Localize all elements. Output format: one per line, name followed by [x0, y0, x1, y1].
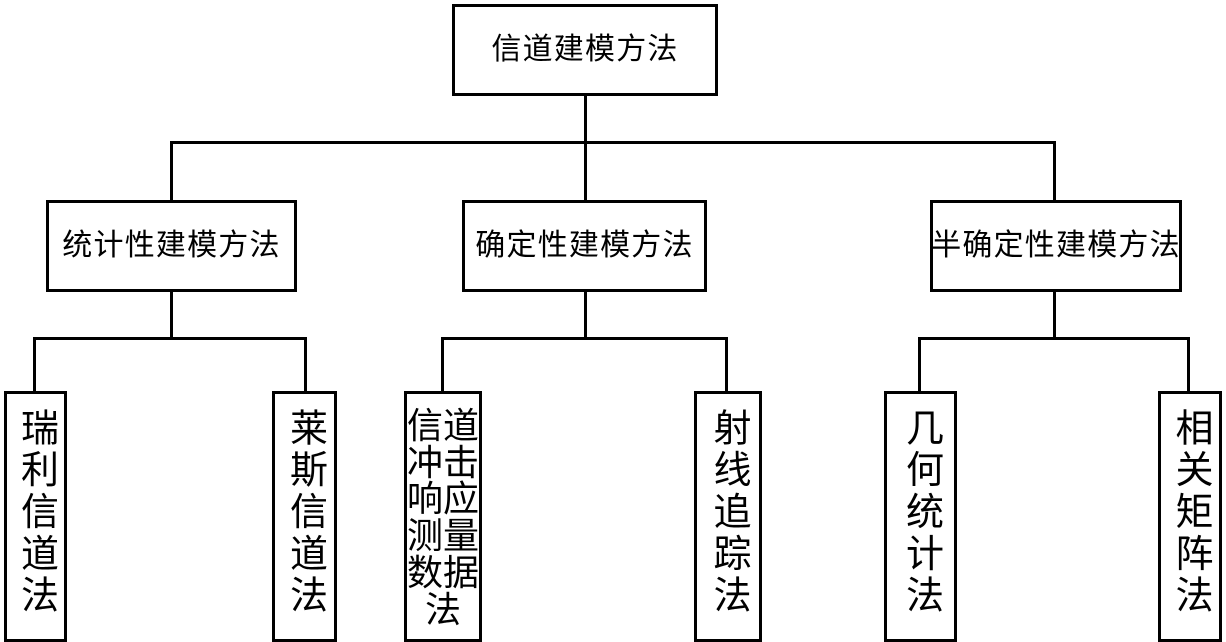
node-leaf-ray-tracing[interactable]: 射线追踪法 [694, 391, 762, 642]
edge-root-to-statistical [170, 141, 173, 200]
edge-semi-to-corrmat [1187, 337, 1190, 394]
node-leaf-channel-impulse-response-label: 信道冲击响应测量数据法 [407, 406, 480, 630]
node-leaf-channel-impulse-response[interactable]: 信道冲击响应测量数据法 [404, 391, 482, 642]
node-leaf-geometric-statistical-label: 几何统计法 [899, 408, 942, 617]
edge-root-to-semi [1053, 141, 1056, 200]
edge-root-stem [584, 96, 587, 141]
edge-root-bus [170, 141, 1056, 144]
edge-deterministic-stem [584, 292, 587, 340]
node-root-channel-modeling[interactable]: 信道建模方法 [452, 4, 718, 96]
node-leaf-rician-channel[interactable]: 莱斯信道法 [272, 391, 337, 642]
edge-deterministic-to-raytrace [725, 337, 728, 394]
edge-semi-stem [1053, 292, 1056, 340]
edge-deterministic-to-cir [441, 337, 444, 394]
node-statistical-label: 统计性建模方法 [62, 229, 281, 263]
node-leaf-correlation-matrix[interactable]: 相关矩阵法 [1158, 391, 1222, 642]
node-leaf-correlation-matrix-label: 相关矩阵法 [1169, 408, 1211, 617]
node-root-label: 信道建模方法 [491, 33, 679, 67]
node-leaf-ray-tracing-label: 射线追踪法 [707, 408, 749, 617]
node-leaf-rician-label: 莱斯信道法 [283, 408, 326, 617]
node-semi-deterministic-label: 半确定性建模方法 [931, 229, 1181, 263]
edge-root-to-deterministic [584, 141, 587, 200]
edge-statistical-to-rayleigh [33, 337, 36, 394]
node-deterministic-modeling[interactable]: 确定性建模方法 [462, 200, 707, 292]
node-semi-deterministic-modeling[interactable]: 半确定性建模方法 [930, 200, 1182, 292]
node-deterministic-label: 确定性建模方法 [475, 229, 694, 263]
edge-deterministic-bus [441, 337, 728, 340]
edge-semi-bus [918, 337, 1190, 340]
node-leaf-rayleigh-channel[interactable]: 瑞利信道法 [4, 391, 67, 642]
node-leaf-geometric-statistical[interactable]: 几何统计法 [884, 391, 957, 642]
edge-statistical-bus [33, 337, 307, 340]
edge-statistical-to-rician [304, 337, 307, 394]
edge-statistical-stem [170, 292, 173, 340]
node-leaf-rayleigh-label: 瑞利信道法 [14, 408, 57, 617]
node-statistical-modeling[interactable]: 统计性建模方法 [46, 200, 297, 292]
edge-semi-to-geostat [918, 337, 921, 394]
